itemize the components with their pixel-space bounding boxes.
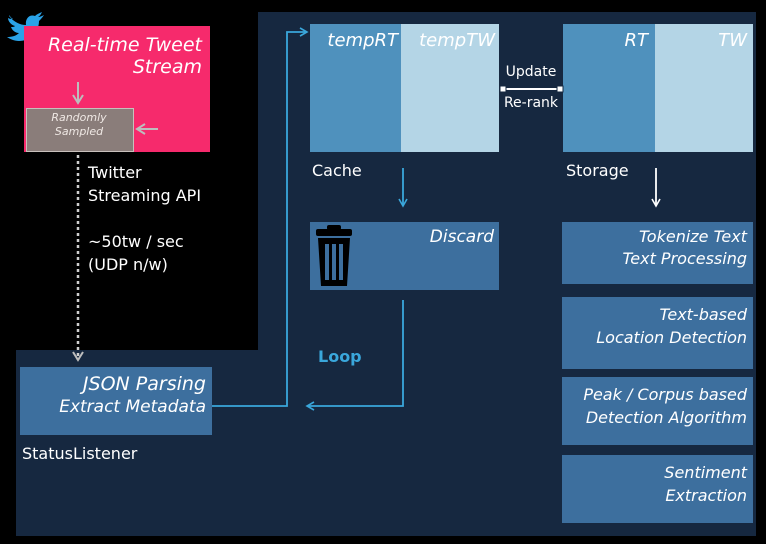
- step3-line1: Peak / Corpus based: [583, 385, 747, 404]
- update-connector-end-left: [499, 85, 507, 93]
- stream-title: Real-time Tweet Stream: [40, 34, 202, 79]
- stream-title-line1: Real-time Tweet: [47, 34, 202, 56]
- status-listener-label: StatusListener: [22, 444, 138, 463]
- step-box-2: [562, 297, 753, 369]
- step2-line1: Text-based: [659, 305, 747, 324]
- parsing-line2: Extract Metadata: [59, 396, 206, 417]
- rerank-label: Re-rank: [503, 95, 559, 111]
- step-text-4: Sentiment Extraction: [566, 461, 747, 507]
- parse-to-cache-arrow: [212, 27, 309, 407]
- rate-line1: ~50tw / sec: [88, 232, 184, 251]
- storage-tw-column: [655, 24, 753, 152]
- update-label: Update: [505, 64, 557, 80]
- parsing-line1: JSON Parsing: [82, 373, 206, 395]
- step-box-3: [562, 377, 753, 445]
- randomly-sampled-box: [26, 108, 134, 152]
- sampled-line1: Randomly: [51, 111, 107, 124]
- update-connector-end-right: [556, 85, 564, 93]
- temptw-label: tempTW: [419, 30, 495, 51]
- discard-label: Discard: [429, 227, 494, 247]
- step-text-2: Text-based Location Detection: [566, 303, 747, 349]
- api-line2: Streaming API: [88, 186, 202, 206]
- step-text-1: Tokenize Text Text Processing: [566, 226, 747, 269]
- step-box-4: [562, 455, 753, 523]
- rate-line2: (UDP n/w): [88, 255, 168, 275]
- randomly-sampled-text: Randomly Sampled: [26, 111, 132, 140]
- api-line1: Twitter: [88, 163, 142, 182]
- step-text-3: Peak / Corpus based Detection Algorithm: [566, 383, 747, 429]
- loop-label: Loop: [318, 347, 362, 366]
- streaming-api-label: Twitter Streaming API: [88, 161, 201, 207]
- json-parsing-box: [20, 367, 212, 435]
- step1-line1: Tokenize Text: [639, 227, 747, 246]
- step-box-1: [562, 222, 753, 284]
- step4-line2: Extraction: [665, 486, 747, 506]
- storage-tw-label: TW: [718, 30, 747, 51]
- storage-label: Storage: [566, 161, 629, 180]
- json-parsing-text: JSON Parsing Extract Metadata: [24, 373, 206, 418]
- step2-line2: Location Detection: [596, 328, 747, 348]
- cache-temptw-column: [401, 24, 499, 152]
- temprt-label: tempRT: [327, 30, 398, 51]
- step4-line1: Sentiment: [664, 463, 747, 482]
- cache-temprt-column: [310, 24, 401, 152]
- step1-line2: Text Processing: [622, 248, 747, 268]
- rate-label: ~50tw / sec (UDP n/w): [88, 230, 184, 276]
- stream-title-line2: Stream: [132, 56, 202, 79]
- trash-can-icon: [316, 225, 352, 286]
- cache-label: Cache: [312, 161, 362, 180]
- storage-rt-label: RT: [624, 30, 648, 51]
- storage-rt-column: [563, 24, 655, 152]
- sampled-line2: Sampled: [54, 125, 104, 139]
- loop-back-arrow: [305, 300, 404, 411]
- step3-line2: Detection Algorithm: [585, 408, 747, 428]
